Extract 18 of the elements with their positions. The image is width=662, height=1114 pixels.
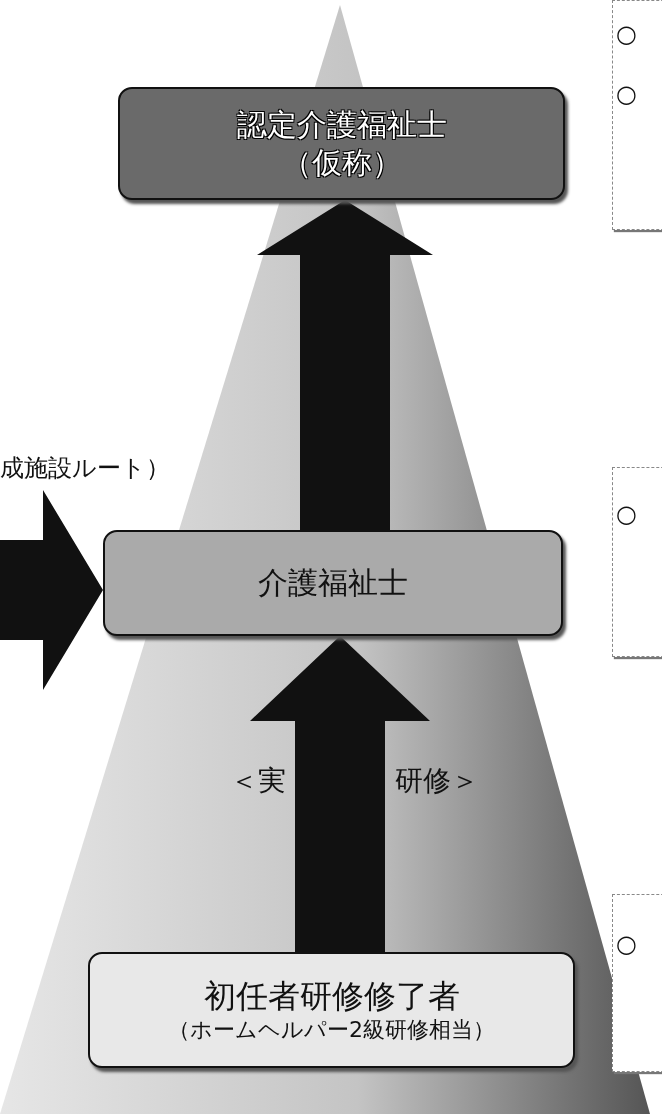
bullet-mark: ○ [616, 500, 637, 528]
block-arrow [250, 636, 430, 952]
role-subtitle: （ホームヘルパー2級研修相当） [168, 1016, 495, 1044]
role-box [118, 87, 565, 200]
training-label: ＜実 [230, 763, 286, 799]
block-arrow [0, 490, 103, 690]
route-label: 成施設ルート） [0, 453, 170, 484]
role-box [88, 952, 575, 1068]
role-subtitle: （仮称） [281, 143, 402, 181]
role-title: 介護福祉士 [258, 564, 408, 602]
bullet-mark: ○ [616, 80, 637, 108]
role-box [103, 530, 563, 636]
block-arrow [257, 200, 433, 530]
role-title: 認定介護福祉士 [236, 106, 447, 144]
bullet-mark: ○ [616, 930, 637, 958]
training-label: 研修＞ [395, 763, 479, 799]
role-title: 初任者研修修了者 [203, 976, 460, 1017]
bullet-mark: ○ [616, 20, 637, 48]
